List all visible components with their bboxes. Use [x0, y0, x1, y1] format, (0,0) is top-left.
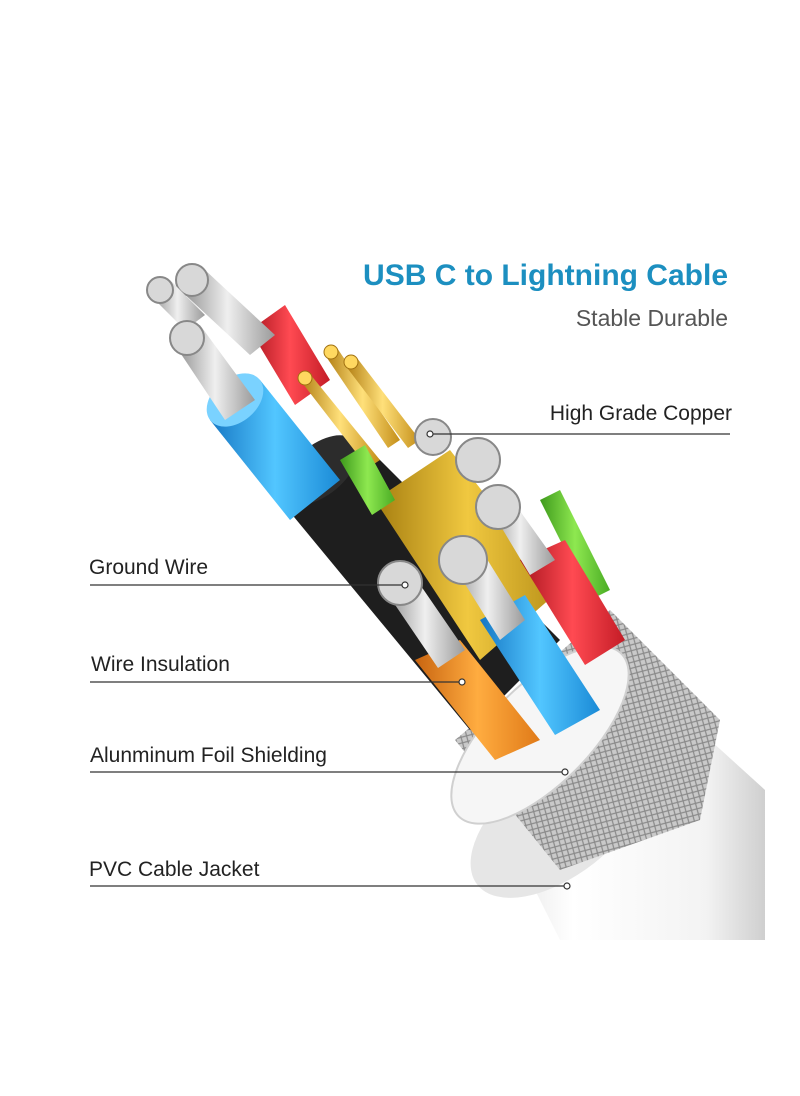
green-wire: [340, 445, 610, 600]
callout-lines: [90, 430, 730, 890]
callout-high-grade-copper: High Grade Copper: [549, 402, 732, 425]
product-title: USB C to Lightning Cable: [363, 259, 728, 292]
callout-ground-wire: Ground Wire: [89, 556, 209, 579]
red-wire-lower: [520, 540, 625, 665]
silver-strands-top: [146, 263, 275, 420]
product-subtitle: Stable Durable: [575, 305, 728, 331]
copper-conductors: [297, 344, 420, 468]
callout-foil-shielding: Alunminum Foil Shielding: [90, 744, 327, 767]
silver-strands-lower: [377, 418, 555, 668]
orange-wire: [415, 640, 540, 760]
callout-wire-insulation: Wire Insulation: [91, 653, 230, 676]
callout-pvc-jacket: PVC Cable Jacket: [89, 858, 260, 881]
